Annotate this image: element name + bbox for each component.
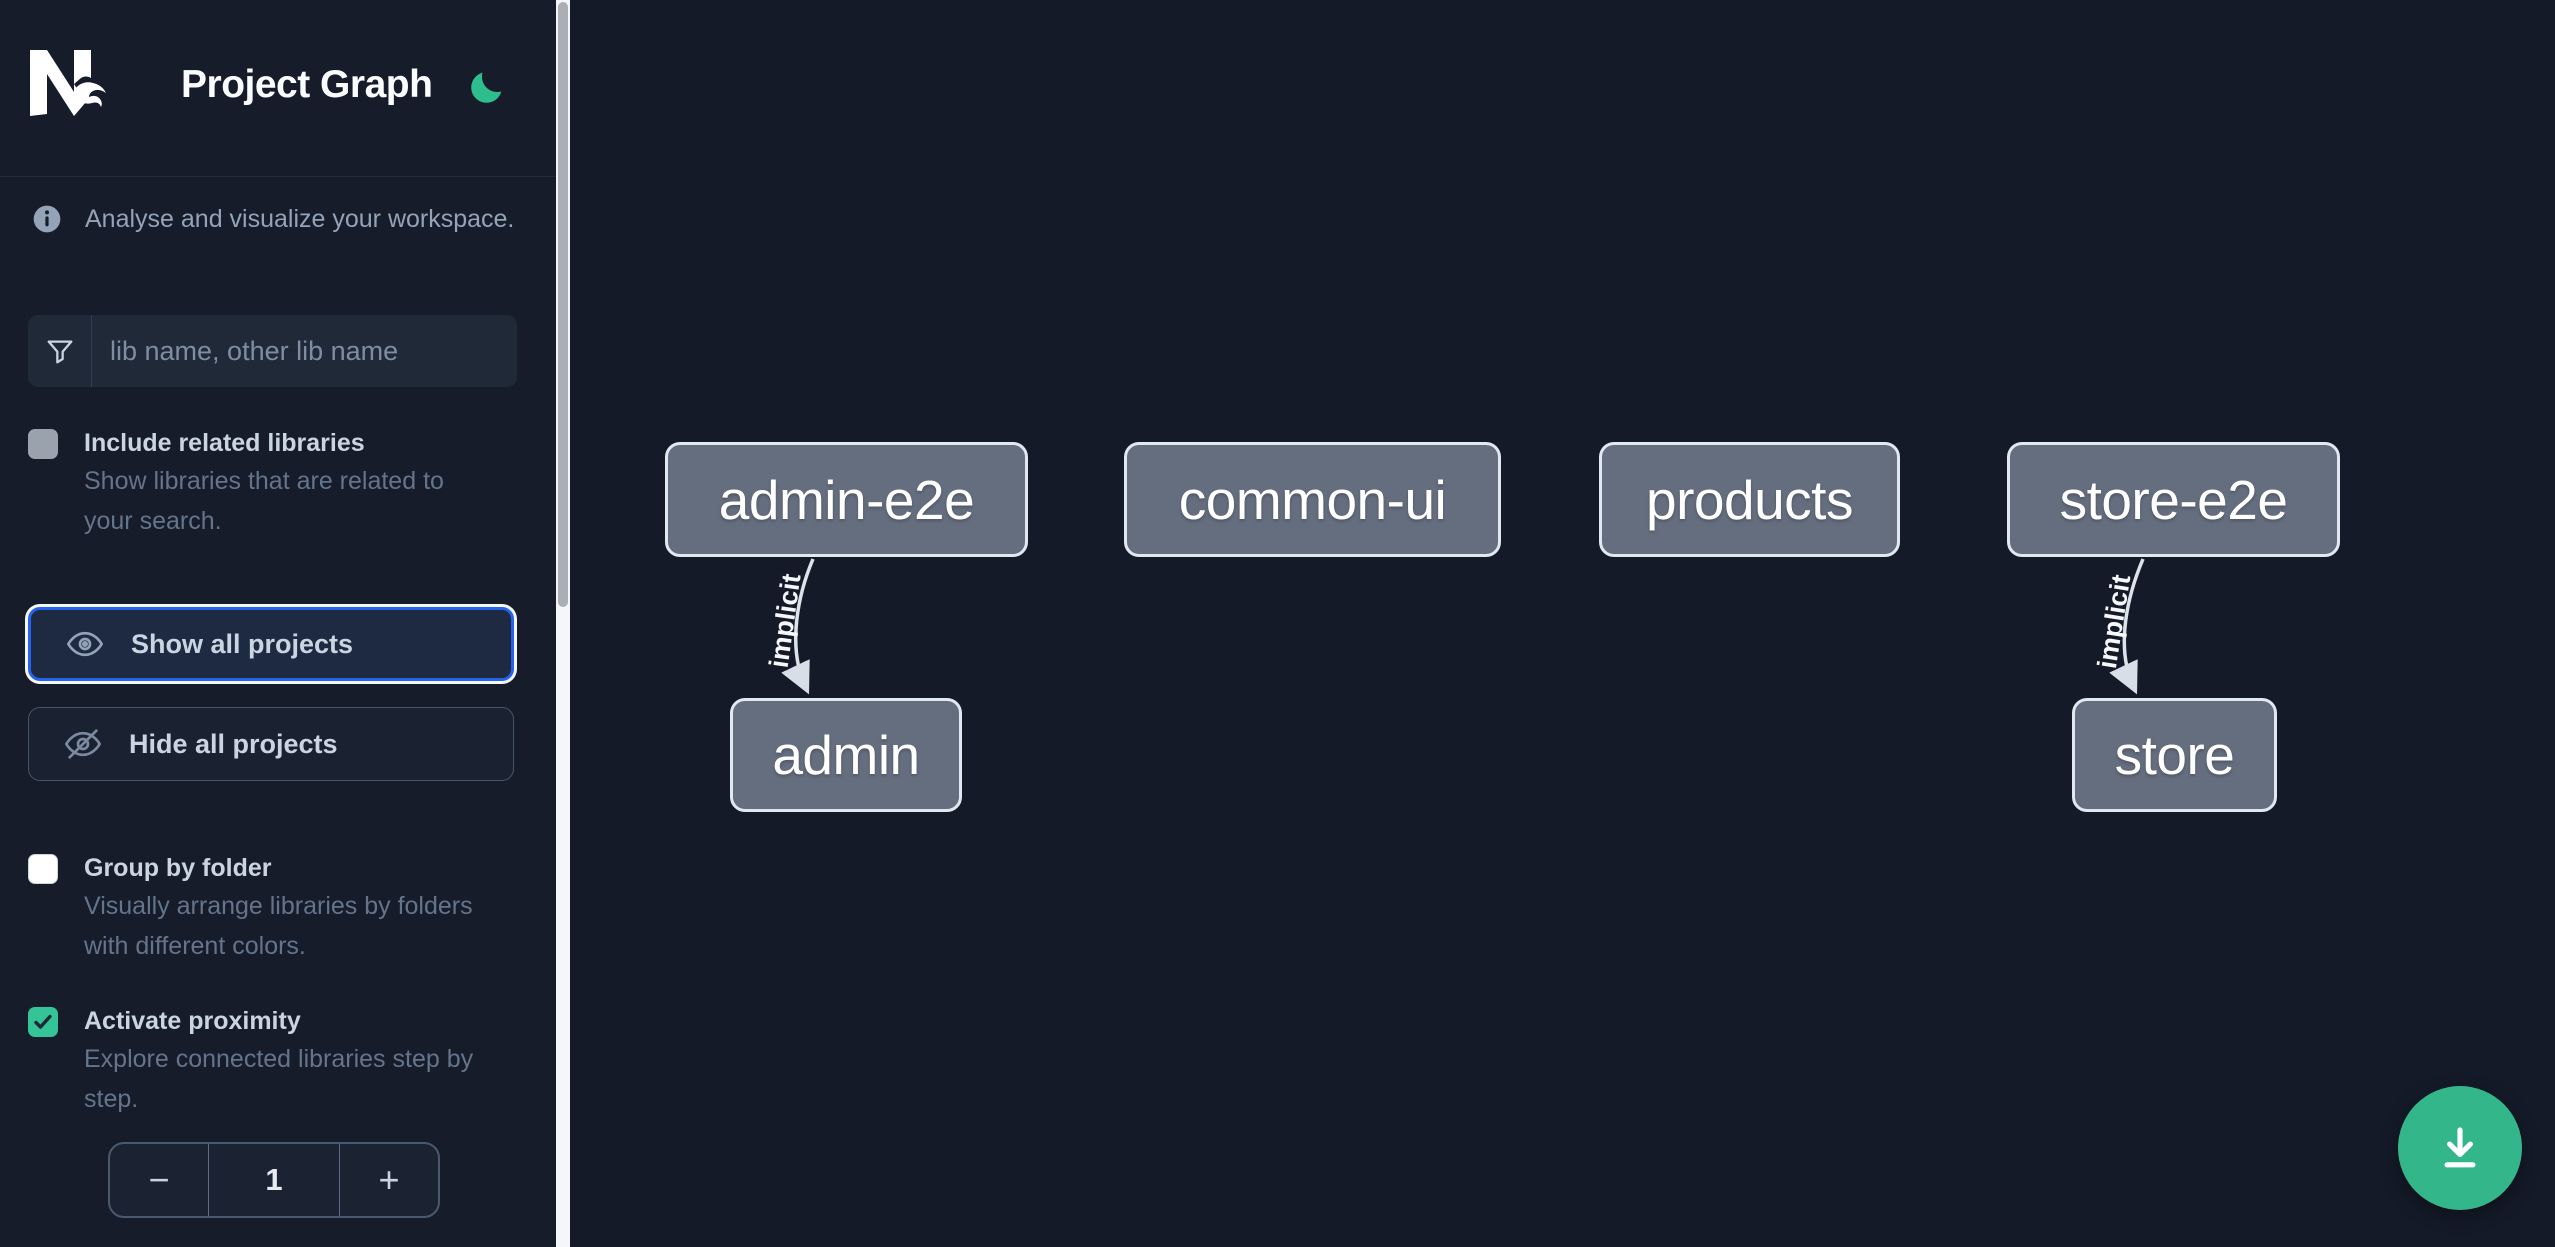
filter-group-by-folder: Group by folder Visually arrange librari… — [28, 850, 496, 966]
filter-description: Explore connected libraries step by step… — [84, 1045, 474, 1113]
graph-node-products[interactable]: products — [1599, 442, 1900, 557]
tagline-text: Analyse and visualize your workspace. — [85, 204, 515, 233]
hide-all-projects-button[interactable]: Hide all projects — [28, 707, 514, 781]
filter-title: Group by folder — [84, 854, 272, 882]
graph-canvas[interactable] — [570, 0, 2555, 1247]
funnel-icon — [28, 315, 92, 387]
filter-title: Include related libraries — [84, 429, 365, 457]
moon-icon[interactable] — [466, 68, 506, 108]
download-icon — [2444, 1127, 2476, 1168]
sidebar: Project Graph Analyse and visualize your… — [0, 0, 556, 1247]
info-icon — [33, 205, 61, 233]
check-icon — [34, 1014, 52, 1029]
sidebar-header: Project Graph — [0, 0, 556, 177]
checkbox-include-related[interactable] — [28, 429, 58, 459]
stepper-value[interactable]: 1 — [208, 1144, 340, 1216]
filter-title: Activate proximity — [84, 1007, 301, 1035]
graph-node-admin[interactable]: admin — [730, 698, 962, 812]
sidebar-scrollbar-track — [556, 0, 570, 1247]
graph-node-store-e2e[interactable]: store-e2e — [2007, 442, 2340, 557]
nx-logo — [30, 50, 106, 116]
eye-icon — [67, 631, 103, 657]
filter-include-related: Include related libraries Show libraries… — [28, 425, 496, 541]
stepper-increment-button[interactable]: + — [378, 1159, 400, 1200]
filter-activate-proximity: Activate proximity Explore connected lib… — [28, 1003, 496, 1119]
search-input[interactable] — [92, 317, 517, 385]
filter-description: Show libraries that are related to your … — [84, 467, 444, 535]
hide-all-projects-label: Hide all projects — [129, 728, 338, 759]
show-all-projects-button[interactable]: Show all projects — [28, 607, 514, 681]
checkbox-activate-proximity[interactable] — [28, 1007, 58, 1037]
filter-description: Visually arrange libraries by folders wi… — [84, 892, 473, 960]
graph-node-common-ui[interactable]: common-ui — [1124, 442, 1501, 557]
proximity-stepper: − 1 + — [108, 1142, 440, 1218]
checkbox-group-by-folder[interactable] — [28, 854, 58, 884]
tagline-row: Analyse and visualize your workspace. — [31, 200, 531, 238]
sidebar-scrollbar-thumb[interactable] — [558, 2, 568, 607]
graph-node-store[interactable]: store — [2072, 698, 2277, 812]
graph-node-admin-e2e[interactable]: admin-e2e — [665, 442, 1028, 557]
search-panel — [28, 315, 517, 387]
stepper-decrement-button[interactable]: − — [148, 1159, 170, 1200]
page-title: Project Graph — [181, 63, 433, 106]
eye-slash-icon — [65, 729, 101, 759]
show-all-projects-label: Show all projects — [131, 628, 354, 659]
download-image-button[interactable] — [2398, 1086, 2522, 1210]
